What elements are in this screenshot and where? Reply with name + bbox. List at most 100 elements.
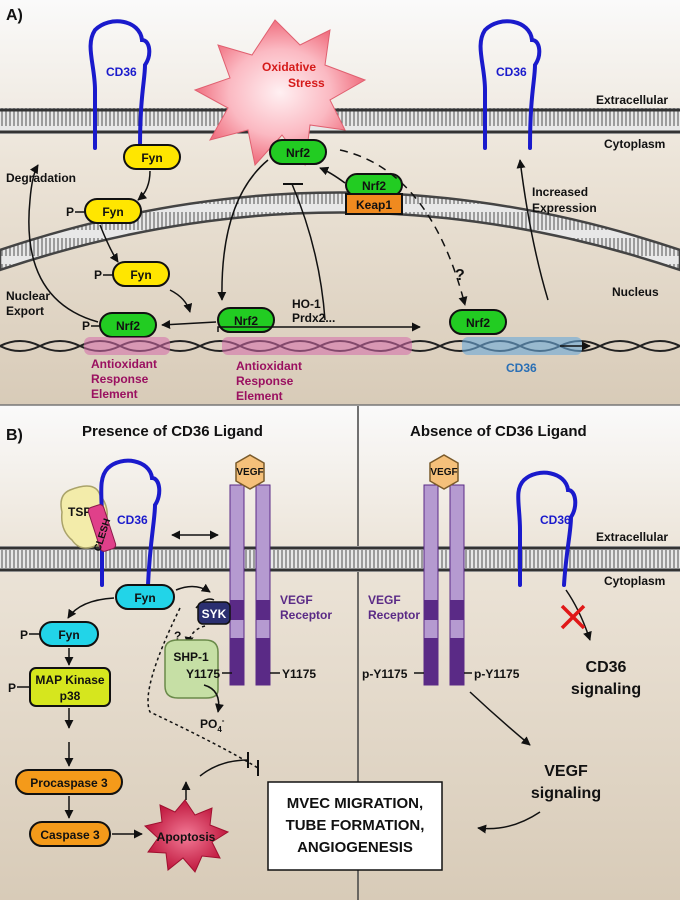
cd36-label-right-b: CD36 (540, 513, 571, 527)
syk-node (197, 601, 231, 625)
nuclear-export-label-1: Nuclear (6, 289, 50, 303)
outcome-box (267, 781, 443, 871)
cd36-label-right-a: CD36 (496, 65, 527, 79)
vegf-receptor-label-right-1: VEGF (368, 593, 401, 607)
fyn-node-3 (112, 261, 170, 287)
fyn-label-2: Fyn (102, 205, 123, 219)
shp1-question: ? (174, 629, 181, 643)
vegf-ligand-right (429, 454, 459, 490)
apoptosis-burst (143, 799, 230, 873)
presence-title: Presence of CD36 Ligand (82, 423, 263, 440)
shp1-label: SHP-1 (173, 650, 209, 664)
fyn-label-3: Fyn (130, 268, 151, 282)
nrf2-label-export: Nrf2 (116, 319, 140, 333)
fyn-node-2 (84, 198, 142, 224)
fyn-node-1 (123, 144, 181, 170)
vegf-label-left: VEGF (236, 467, 263, 478)
cd36-receptor-right-a (478, 19, 542, 150)
cd36-receptor-right-b (516, 470, 578, 587)
vegf-signaling-label-2: signaling (531, 785, 601, 802)
are-2-label-1: Antioxidant (236, 359, 302, 373)
caspase-node (29, 821, 111, 847)
outcome-line-3: ANGIOGENESIS (297, 839, 413, 856)
cd36-gene-region (462, 337, 582, 355)
nuclear-envelope (0, 191, 680, 272)
clesh-domain (87, 504, 117, 552)
are-1-label-2: Response (91, 372, 149, 386)
apoptosis-label: Apoptosis (157, 830, 216, 844)
vegf-receptor-label-right-2: Receptor (368, 608, 420, 622)
nrf2-label-are: Nrf2 (234, 314, 258, 328)
nrf2-label-cd36-gene: Nrf2 (466, 316, 490, 330)
phospho-p-mapk: P (8, 681, 16, 695)
procaspase-label: Procaspase 3 (30, 776, 108, 790)
nrf2-node-cytoplasm (269, 139, 327, 165)
vegf-receptor-label-left-2: Receptor (280, 608, 332, 622)
panel-a-label: A) (6, 7, 23, 24)
cd36-gene-label: CD36 (506, 361, 537, 375)
oxidative-stress-label-2: Stress (288, 76, 325, 90)
cytoplasm-label-b: Cytoplasm (604, 574, 665, 588)
are-1-label-1: Antioxidant (91, 357, 157, 371)
question-mark-a: ? (455, 267, 465, 284)
cd36-receptor-left-b (99, 458, 162, 587)
are-1-label-3: Element (91, 387, 138, 401)
caspase-label: Caspase 3 (40, 828, 100, 842)
oxidative-stress-burst (193, 19, 367, 167)
are-2-label-3: Element (236, 389, 283, 403)
blocked-x-icon (560, 604, 586, 630)
cd36-signaling-label-1: CD36 (586, 659, 627, 676)
procaspase-node (15, 769, 123, 795)
nuclear-export-label-2: Export (6, 304, 44, 318)
phospho-p-fyn-b: P (20, 628, 28, 642)
fyn-label-1: Fyn (141, 151, 162, 165)
fyn-label-b1: Fyn (134, 591, 155, 605)
po4-label: PO4- (200, 716, 225, 734)
nrf2-label-keap: Nrf2 (362, 179, 386, 193)
cd36-receptor-left-a (88, 19, 152, 150)
panel-b-label: B) (6, 427, 23, 444)
nrf2-node-are (217, 307, 275, 333)
vegf-ligand-left (235, 454, 265, 490)
cd36-label-left-b: CD36 (117, 513, 148, 527)
phospho-p-1: P (66, 205, 74, 219)
shp1-node (164, 639, 219, 699)
phospho-p-2: P (94, 268, 102, 282)
mapk-label-2: p38 (60, 689, 81, 703)
cd36-label-left-a: CD36 (106, 65, 137, 79)
panel-b: B) Presence of CD36 Ligand Absence of CD… (0, 406, 680, 900)
extracellular-label-b: Extracellular (596, 530, 668, 544)
absence-title: Absence of CD36 Ligand (410, 423, 587, 440)
fyn-node-b1 (115, 584, 175, 610)
py1175-right-label: p-Y1175 (474, 667, 520, 681)
keap1-node (345, 193, 403, 215)
syk-label: SYK (202, 607, 227, 621)
y1175-left-label: Y1175 (186, 667, 220, 681)
are-2-label-2: Response (236, 374, 294, 388)
degradation-label: Degradation (6, 171, 76, 185)
vegf-signaling-label-1: VEGF (544, 763, 588, 780)
are-region-1 (84, 337, 170, 355)
nrf2-label-cytoplasm: Nrf2 (286, 146, 310, 160)
phospho-p-3: P (82, 319, 90, 333)
cd36-signaling-label-2: signaling (571, 681, 641, 698)
py1175-left-label: p-Y1175 (362, 667, 408, 681)
are-region-2 (222, 337, 412, 355)
mapk-label-1: MAP Kinase (35, 673, 104, 687)
nrf2-node-cd36-gene (449, 309, 507, 335)
increased-label: Increased (532, 185, 588, 199)
outcome-line-1: MVEC MIGRATION, (287, 795, 423, 812)
ho1-label: HO-1 (292, 297, 321, 311)
outcome-line-2: TUBE FORMATION, (286, 817, 425, 834)
prdx2-label: Prdx2... (292, 311, 335, 325)
expression-label: Expression (532, 201, 597, 215)
panel-a: A) Oxidative Stress Extracellular Cytopl… (0, 0, 680, 405)
extracellular-label-a: Extracellular (596, 93, 668, 107)
y1175-right-label: Y1175 (282, 667, 316, 681)
fyn-label-b2: Fyn (58, 628, 79, 642)
vegf-label-right: VEGF (430, 467, 457, 478)
vegf-receptor-right (423, 484, 465, 686)
nucleus-label: Nucleus (612, 285, 659, 299)
keap1-label: Keap1 (356, 198, 392, 212)
